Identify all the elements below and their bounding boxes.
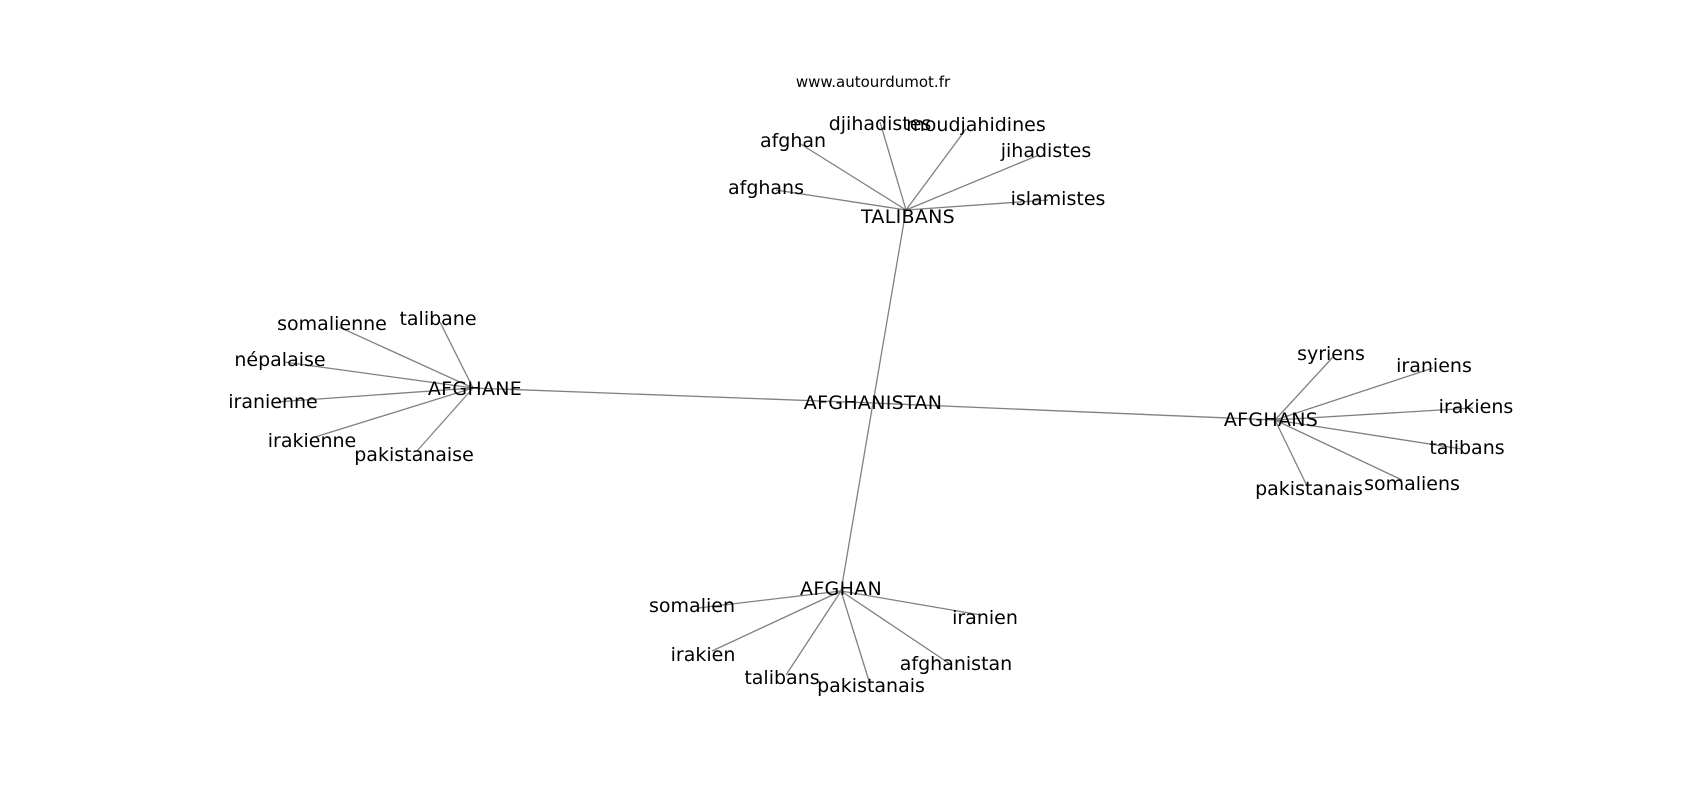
leaf-node-afghan-0[interactable]: somalien xyxy=(649,595,735,617)
leaf-node-talibans-4[interactable]: afghans xyxy=(728,177,804,199)
leaf-node-talibans-2[interactable]: moudjahidines xyxy=(906,114,1045,136)
edge-afghans-leaf-2 xyxy=(1274,407,1474,421)
edge-afghane-leaf-4 xyxy=(314,387,474,438)
leaf-node-afghans-4[interactable]: somaliens xyxy=(1364,473,1460,495)
edge-afghan-leaf-3 xyxy=(840,590,951,665)
edge-afghan-leaf-5 xyxy=(840,590,870,682)
source-watermark[interactable]: www.autourdumot.fr xyxy=(796,73,951,91)
leaf-node-afghan-2[interactable]: irakien xyxy=(671,644,736,666)
edge-afghans-leaf-1 xyxy=(1274,367,1434,421)
edge-layer xyxy=(275,121,1474,682)
leaf-node-afghan-1[interactable]: iranien xyxy=(952,607,1018,629)
edge-root-talibans xyxy=(872,209,907,404)
leaf-node-afghans-2[interactable]: irakiens xyxy=(1439,396,1514,418)
edge-root-afghan xyxy=(840,402,874,592)
leaf-node-afghans-5[interactable]: pakistanais xyxy=(1255,478,1363,500)
edge-afghans-leaf-4 xyxy=(1274,419,1403,481)
edge-talibans-leaf-3 xyxy=(905,154,1040,211)
edge-talibans-leaf-5 xyxy=(905,199,1049,211)
hub-node-afghane[interactable]: AFGHANE xyxy=(428,378,522,400)
leaf-node-afghans-3[interactable]: talibans xyxy=(1429,437,1504,459)
hub-node-talibans[interactable]: TALIBANS xyxy=(860,206,955,228)
edge-root-afghans xyxy=(872,402,1276,421)
hub-node-afghans[interactable]: AFGHANS xyxy=(1224,409,1318,431)
leaf-node-afghan-5[interactable]: pakistanais xyxy=(817,675,925,697)
leaf-node-afghan-4[interactable]: talibans xyxy=(744,667,819,689)
edge-afghan-leaf-1 xyxy=(840,590,982,616)
edge-afghan-leaf-2 xyxy=(711,590,842,652)
leaf-node-talibans-1[interactable]: djihadistes xyxy=(829,113,932,135)
hub-node-afghan[interactable]: AFGHAN xyxy=(800,578,882,600)
leaf-node-afghan-3[interactable]: afghanistan xyxy=(900,653,1012,675)
leaf-node-afghans-1[interactable]: iraniens xyxy=(1396,355,1472,377)
leaf-node-afghane-2[interactable]: népalaise xyxy=(234,349,325,371)
root-node-label[interactable]: AFGHANISTAN xyxy=(804,392,942,414)
leaf-node-afghane-4[interactable]: irakienne xyxy=(268,430,356,452)
edge-afghane-leaf-3 xyxy=(275,387,474,403)
leaf-node-talibans-0[interactable]: afghan xyxy=(760,130,826,152)
edge-talibans-leaf-4 xyxy=(775,189,907,211)
edge-afghans-leaf-5 xyxy=(1274,419,1308,487)
label-layer: www.autourdumot.fr AFGHANISTAN TALIBANS a… xyxy=(228,73,1513,697)
leaf-node-talibans-3[interactable]: jihadistes xyxy=(1000,140,1092,162)
leaf-node-talibans-5[interactable]: islamistes xyxy=(1011,188,1106,210)
leaf-node-afghans-0[interactable]: syriens xyxy=(1297,343,1365,365)
leaf-node-afghane-5[interactable]: pakistanaise xyxy=(354,444,474,466)
edge-root-afghane xyxy=(472,387,874,404)
edge-afghane-leaf-0 xyxy=(338,326,474,389)
edge-afghans-leaf-3 xyxy=(1274,419,1463,450)
edge-afghane-leaf-5 xyxy=(416,387,474,452)
edge-talibans-leaf-0 xyxy=(798,142,907,211)
edge-afghane-leaf-1 xyxy=(439,321,474,389)
leaf-node-afghane-3[interactable]: iranienne xyxy=(228,391,318,413)
leaf-node-afghane-1[interactable]: talibane xyxy=(399,308,476,330)
edge-afghan-leaf-4 xyxy=(785,590,842,676)
leaf-node-afghane-0[interactable]: somalienne xyxy=(277,313,387,335)
edge-talibans-leaf-1 xyxy=(879,121,907,211)
edge-afghan-leaf-0 xyxy=(697,590,842,609)
edge-talibans-leaf-2 xyxy=(905,128,967,211)
edge-afghane-leaf-2 xyxy=(283,361,474,389)
edge-afghans-leaf-0 xyxy=(1274,356,1334,421)
